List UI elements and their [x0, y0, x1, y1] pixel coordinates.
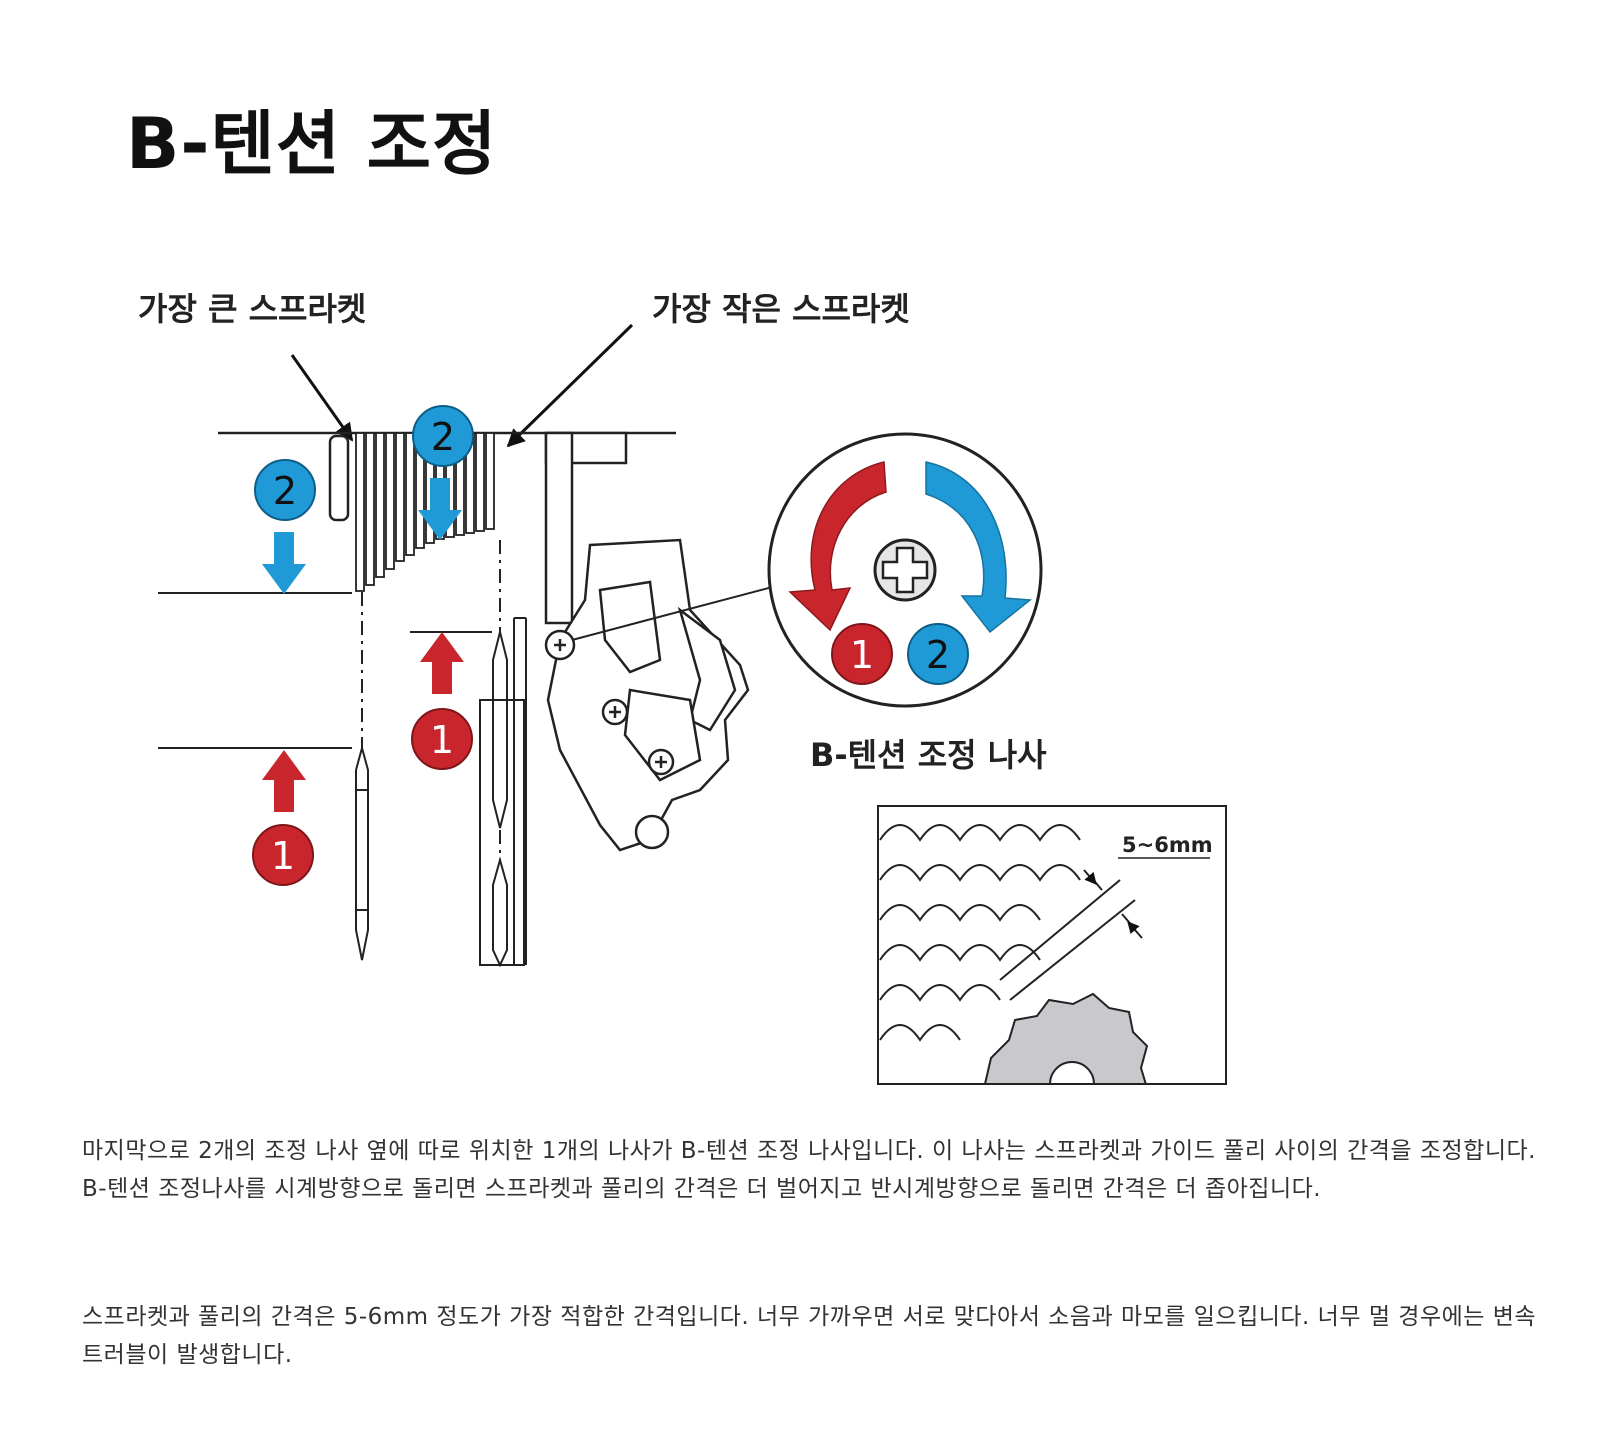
- smallest-sprocket-label: 가장 작은 스프라켓: [652, 290, 910, 328]
- gap-recommendation-paragraph: 스프라켓과 풀리의 간격은 5-6mm 정도가 가장 적합한 간격입니다. 너무…: [82, 1304, 1537, 1368]
- svg-text:2: 2: [431, 415, 455, 459]
- pulley-side-view-right: [479, 617, 527, 968]
- blue-down-arrow-icon: [262, 532, 306, 594]
- b-tension-screw-label: B-텐션 조정 나사: [810, 736, 1047, 774]
- svg-text:2: 2: [926, 633, 950, 677]
- blue-down-arrow-icon: [418, 478, 462, 540]
- leader-arrows: [290, 323, 634, 448]
- page-title: B-텐션 조정: [126, 103, 498, 185]
- zoom-leader-line: [571, 584, 781, 641]
- marker-two-zoom: 2: [907, 623, 969, 685]
- marker-one-zoom: 1: [831, 623, 893, 685]
- counterclockwise-arrow-icon: [788, 461, 887, 632]
- red-up-arrow-icon: [262, 750, 306, 812]
- svg-text:1: 1: [430, 718, 454, 762]
- rear-derailleur: [544, 538, 750, 852]
- red-up-arrow-icon: [420, 632, 464, 694]
- gap-measurement-label: 5~6mm: [1122, 833, 1213, 857]
- pulley-side-view-left: [355, 744, 369, 961]
- marker-one-right: 1: [411, 708, 473, 770]
- clockwise-arrow-icon: [925, 461, 1032, 634]
- marker-two-top: 2: [412, 405, 474, 467]
- marker-one-left: 1: [252, 824, 314, 886]
- gap-detail-inset: 5~6mm: [877, 805, 1227, 1085]
- svg-text:1: 1: [271, 834, 295, 878]
- svg-text:1: 1: [850, 633, 874, 677]
- marker-two-left: 2: [254, 459, 316, 521]
- largest-sprocket-label: 가장 큰 스프라켓: [138, 290, 366, 328]
- svg-text:2: 2: [273, 469, 297, 513]
- screw-zoom-circle: [767, 432, 1043, 708]
- explanation-paragraph: 마지막으로 2개의 조정 나사 옆에 따로 위치한 1개의 나사가 B-텐션 조…: [82, 1138, 1536, 1202]
